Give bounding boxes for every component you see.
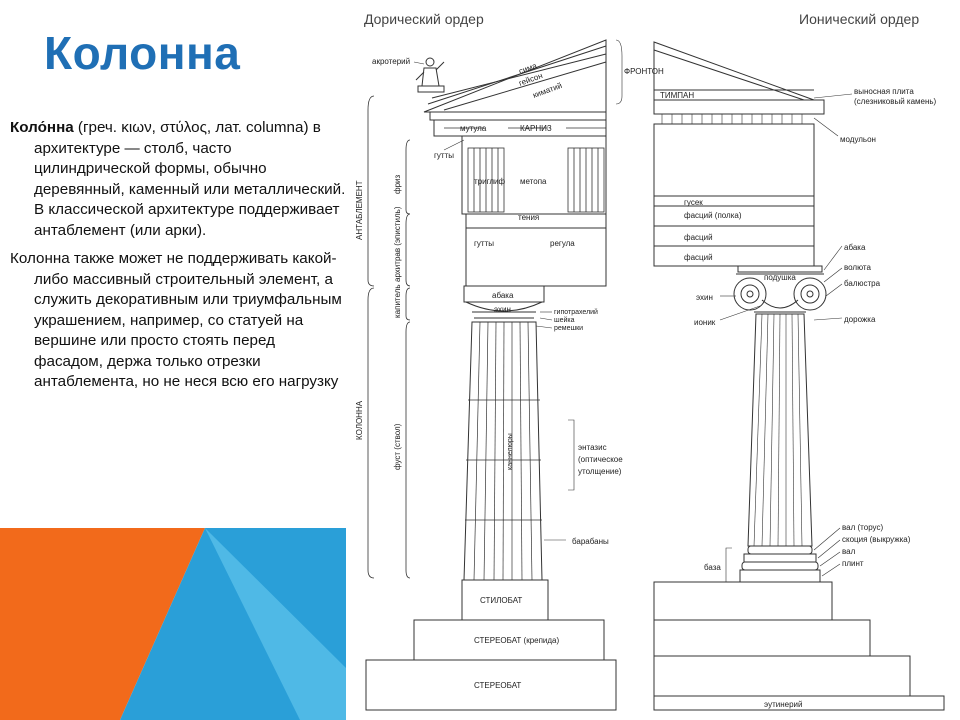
- label-triglif: триглиф: [474, 177, 505, 186]
- definition-text: (греч. κιων, στύλος, лат. columna) в арх…: [34, 119, 346, 239]
- label-fastsiy-2: фасций: [684, 253, 713, 262]
- label-baza: база: [704, 563, 721, 572]
- label-arkhitrav: архитрав (эпистиль): [393, 206, 402, 282]
- label-vynosnaya-1: выносная плита: [854, 87, 914, 96]
- label-sheyka: шейка: [554, 316, 575, 324]
- ionic-gusek: [653, 195, 815, 207]
- label-eutineriy: эутинерий: [764, 700, 802, 709]
- label-entazis-1: энтазис: [578, 443, 607, 452]
- label-karniz: КАРНИЗ: [520, 124, 552, 133]
- label-skotsiya: скоция (выкружка): [842, 535, 911, 544]
- label-antablement: АНТАБЛЕМЕНТ: [355, 180, 364, 240]
- label-abaka: абака: [492, 291, 514, 300]
- ionic-volutes: [733, 277, 827, 311]
- ionic-shaft: [747, 313, 813, 547]
- triglyphs: [467, 147, 605, 213]
- label-stilobat: СТИЛОБАТ: [480, 596, 522, 605]
- label-kanneliury: каннелюры: [507, 433, 514, 470]
- doric-title: Дорический ордер: [364, 11, 484, 27]
- label-ionik: ионик: [694, 318, 716, 327]
- ionic-title: Ионический ордер: [799, 11, 919, 27]
- doric-abacus: [463, 285, 545, 303]
- label-stereobat-krepida: СТЕРЕОБАТ (крепида): [474, 636, 560, 645]
- corner-decoration: [0, 528, 346, 720]
- doric-echinus: [465, 301, 543, 312]
- label-gutty-top: гутты: [434, 151, 454, 160]
- ionic-flutes: [753, 313, 803, 547]
- label-gipotrakheliy: гипотрахелий: [554, 308, 598, 316]
- ionic-fascia-2: [653, 225, 815, 247]
- label-modulon: модульон: [840, 135, 876, 144]
- deco-orange-shape: [0, 528, 205, 720]
- label-akroterij: акротерий: [372, 57, 410, 66]
- ionic-base-torus: [747, 545, 813, 555]
- label-entazis-3: утолщение): [578, 467, 622, 476]
- label-mutula: мутула: [460, 124, 487, 133]
- body-text: Коло́нна (греч. κιων, στύλος, лат. colum…: [10, 118, 348, 401]
- doric-stereobate: [365, 659, 617, 711]
- label-fust: фуст (ствол): [393, 423, 402, 470]
- ionic-base-val: [741, 561, 819, 571]
- label-gutty-bottom: гутты: [474, 239, 494, 248]
- ionic-fascia-3: [653, 245, 815, 267]
- ionic-base-scotia: [743, 553, 817, 563]
- label-balyustra: балюстра: [844, 279, 881, 288]
- label-teniya: тения: [518, 213, 539, 222]
- label-regula: регула: [550, 239, 575, 248]
- ionic-abacus: [737, 265, 823, 273]
- ionic-echinus: [761, 299, 799, 309]
- label-gusek: гусек: [684, 198, 703, 207]
- ionic-eutinery: [653, 695, 945, 711]
- doric-cornice: [429, 111, 607, 121]
- label-fastsiy-1: фасций: [684, 233, 713, 242]
- orders-diagram-svg: Дорический ордер Ионический ордер акроте…: [355, 11, 945, 711]
- term-bold: Коло́нна: [10, 119, 74, 136]
- label-barabany: барабаны: [572, 537, 609, 546]
- label-remeshki: ремешки: [554, 325, 583, 332]
- label-voluta: волюта: [844, 263, 872, 272]
- orders-diagram: Дорический ордер Ионический ордер акроте…: [344, 0, 960, 720]
- label-timpan: ТИМПАН: [660, 91, 694, 100]
- decorative-paragraph: Колонна также может не поддерживать како…: [10, 250, 342, 390]
- akroterion-statue: [415, 57, 445, 93]
- ionic-plinth: [739, 569, 821, 583]
- vertical-braces: [367, 95, 411, 579]
- label-kapitel: капитель: [393, 284, 402, 318]
- label-abaka-ionic: абака: [844, 243, 866, 252]
- label-val-torus: вал (торус): [842, 523, 883, 532]
- label-podushka: подушка: [764, 273, 796, 282]
- label-ekhin-ionic: эхин: [696, 293, 713, 302]
- label-ekhin: эхин: [494, 305, 511, 314]
- slide-title: Колонна: [44, 27, 241, 79]
- label-kolonna: КОЛОННА: [355, 400, 364, 440]
- label-val: вал: [842, 547, 856, 556]
- ionic-stylobate: [653, 581, 833, 621]
- label-fronton: ФРОНТОН: [624, 67, 664, 76]
- doric-flutes: [465, 321, 542, 581]
- label-vynosnaya-2: (слезниковый камень): [854, 97, 937, 106]
- label-metopa: метопа: [520, 177, 547, 186]
- label-entazis-2: (оптическое: [578, 455, 623, 464]
- ionic-cornice: [653, 99, 825, 115]
- label-dorozhka: дорожка: [844, 315, 876, 324]
- deco-light-shape: [205, 528, 346, 720]
- label-plint: плинт: [842, 559, 864, 568]
- label-fastsiy-polka: фасций (полка): [684, 211, 742, 220]
- label-friz: фриз: [393, 175, 402, 195]
- definition-paragraph: Коло́нна (греч. κιων, στύλος, лат. colum…: [10, 118, 348, 241]
- label-stereobat: СТЕРЕОБАТ: [474, 681, 521, 690]
- ionic-dentils: [661, 114, 803, 124]
